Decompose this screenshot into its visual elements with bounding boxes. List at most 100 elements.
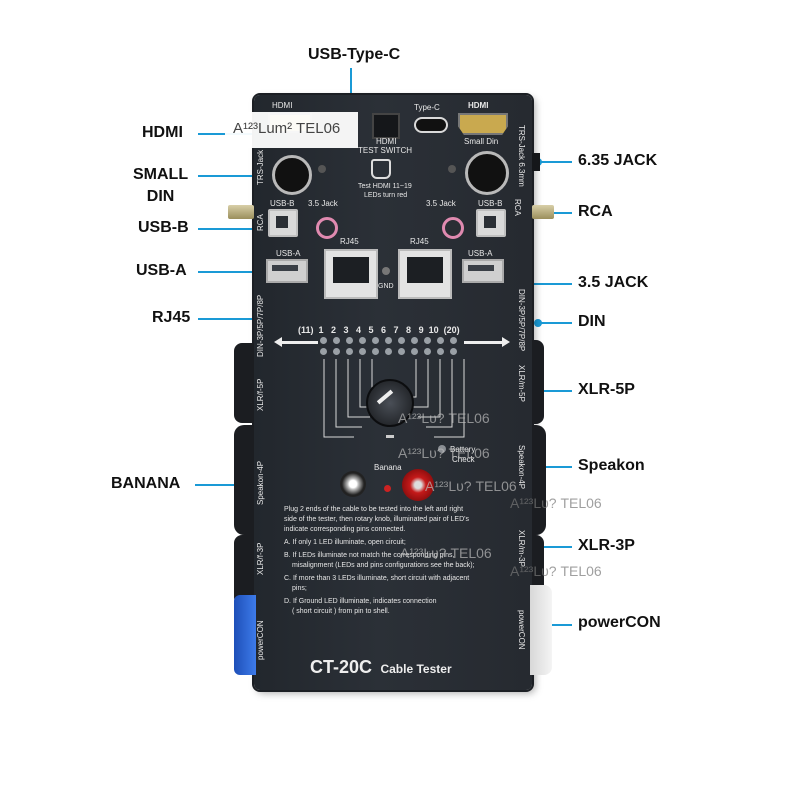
instruction-line: Plug 2 ends of the cable to be tested in… <box>284 506 464 513</box>
label-usb-a-left: USB-A <box>276 249 301 258</box>
leader-powercon <box>540 624 572 626</box>
pin-led <box>359 337 366 344</box>
label-hdmi-test-switch-2: TEST SWITCH <box>358 146 413 155</box>
pin-led <box>450 337 457 344</box>
pin-led <box>424 348 431 355</box>
small-din-left-port[interactable] <box>272 155 312 195</box>
xlr-f-5p-left-connector <box>234 343 254 423</box>
leader-usb-type-c <box>350 68 352 108</box>
label-usb-b-right: USB-B <box>478 199 503 208</box>
label-speakon-left: Speakon-4P <box>256 460 265 505</box>
label-rca-right: RCA <box>513 199 522 216</box>
leader-usb-a <box>198 271 286 273</box>
screw-left <box>318 165 326 173</box>
callout-small-din-line1: SMALL <box>133 166 189 183</box>
label-usb-b-left: USB-B <box>270 199 295 208</box>
leader-din-dot <box>534 319 542 327</box>
pin-led <box>333 348 340 355</box>
leader-xlr-3p <box>538 546 572 548</box>
label-35-jack-right: 3.5 Jack <box>426 199 456 208</box>
usb-b-right-port[interactable] <box>476 209 506 237</box>
pin-led <box>359 348 366 355</box>
battery-button[interactable] <box>386 435 394 438</box>
callout-din: DIN <box>578 313 606 330</box>
hdmi-test-switch[interactable] <box>372 113 400 139</box>
callout-xlr-5p: XLR-5P <box>578 381 635 398</box>
powercon-left-connector <box>234 595 256 675</box>
callout-small-din-line2: DIN <box>146 188 175 205</box>
label-hdmi-left: HDMI <box>272 101 293 110</box>
usb-type-c-port[interactable] <box>414 117 448 133</box>
xlr-f-3p-left-connector <box>234 535 254 605</box>
usb-b-left-port[interactable] <box>268 209 298 237</box>
pin-led <box>437 348 444 355</box>
callout-35-jack: 3.5 JACK <box>578 274 649 291</box>
label-rca-left: RCA <box>256 214 265 231</box>
pin-led <box>398 348 405 355</box>
arrow-right-head <box>502 337 510 347</box>
watermark-box <box>225 112 358 148</box>
pin-led <box>346 348 353 355</box>
leader-speakon <box>538 466 572 468</box>
pin-led <box>372 337 379 344</box>
instruction-line: D. If Ground LED illuminate, indicates c… <box>284 598 437 605</box>
watermark-3: A¹²³Lυ? TEL06 <box>398 445 490 461</box>
label-powercon-left: powerCON <box>256 620 265 660</box>
pin-led <box>398 337 405 344</box>
instruction-line: C. If more than 3 LEDs illuminate, short… <box>284 575 470 582</box>
instruction-line: B. If LEDs illuminate not match the corr… <box>284 552 455 559</box>
pin-led <box>320 348 327 355</box>
label-xlr-f-3p: XLR/f-3P <box>256 542 265 575</box>
label-trs-right: TRS-Jack 6.3mm <box>517 125 526 187</box>
callout-speakon: Speakon <box>578 457 645 474</box>
label-type-c: Type-C <box>414 103 440 112</box>
leader-usb-b <box>198 228 276 230</box>
rca-right-connector <box>532 205 554 219</box>
pin-led <box>320 337 327 344</box>
usb-a-left-port[interactable] <box>266 259 308 283</box>
35-jack-right-port[interactable] <box>442 217 464 239</box>
hdmi-port-right[interactable] <box>458 113 508 135</box>
small-din-right-port[interactable] <box>465 151 509 195</box>
callout-powercon: powerCON <box>578 614 661 631</box>
callout-hdmi: HDMI <box>142 124 183 141</box>
pin-led <box>450 348 457 355</box>
trs-right-connector <box>532 153 540 171</box>
callout-banana: BANANA <box>111 475 181 492</box>
pin-led <box>385 348 392 355</box>
instruction-line: side of the tester, then rotary knob, il… <box>284 516 469 523</box>
label-xlr-m-5p: XLR/m-5P <box>517 365 526 402</box>
label-gnd: GND <box>378 283 394 290</box>
pin-led <box>411 337 418 344</box>
callout-small-din: SMALL DIN <box>133 164 188 208</box>
label-trs-left: TRS-Jack <box>256 149 265 185</box>
pin-led <box>372 348 379 355</box>
speakon-left-connector <box>234 425 254 535</box>
usb-a-right-port[interactable] <box>462 259 504 283</box>
rotary-knob[interactable] <box>366 379 414 427</box>
pin-led <box>333 337 340 344</box>
led-grid <box>320 337 460 359</box>
rj45-right-port[interactable] <box>398 249 452 299</box>
pin-led <box>437 337 444 344</box>
35-jack-left-port[interactable] <box>316 217 338 239</box>
instructions-list: Plug 2 ends of the cable to be tested in… <box>284 505 514 617</box>
leader-xlr-5p <box>538 390 572 392</box>
xlr-m-5p-right-connector <box>532 340 544 424</box>
instruction-line: A. If only 1 LED illuminate, open circui… <box>284 539 406 546</box>
speakon-right-connector <box>532 425 546 535</box>
watermark-4: A¹²³Lυ? TEL06 <box>425 478 517 494</box>
label-rj45-right: RJ45 <box>410 237 429 246</box>
callout-usb-a: USB-A <box>136 262 187 279</box>
watermark-7: A¹²³Lυ? TEL06 <box>510 563 602 579</box>
rj45-left-port[interactable] <box>324 249 378 299</box>
label-xlr-m-3p: XLR/m-3P <box>517 530 526 567</box>
label-speakon-right: Speakon-4P <box>517 445 526 490</box>
label-check: Check <box>452 455 475 464</box>
leader-rca <box>540 212 572 214</box>
label-xlr-f-5p: XLR/f-5P <box>256 378 265 411</box>
instruction-line: pins; <box>292 585 307 592</box>
instructions-block: Plug 2 ends of the cable to be tested in… <box>284 505 514 617</box>
banana-black-terminal[interactable] <box>340 471 366 497</box>
banana-red-terminal[interactable] <box>402 469 434 501</box>
